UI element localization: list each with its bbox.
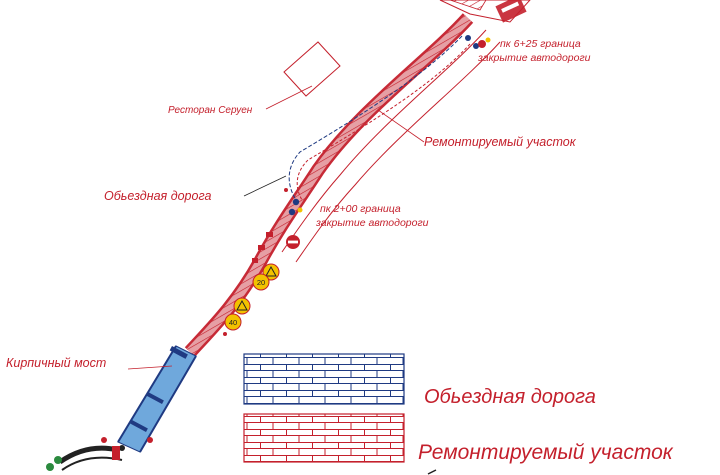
repair-section-label: Ремонтируемый участок bbox=[424, 135, 577, 149]
no-entry-icon bbox=[478, 40, 486, 48]
legend-swatch-detour bbox=[243, 353, 405, 405]
traffic-cone-icon bbox=[288, 208, 296, 216]
restaurant-label: Ресторан Серуен bbox=[168, 105, 253, 116]
speed-sign-1-value: 20 bbox=[257, 278, 265, 287]
repair-section-lane bbox=[281, 29, 501, 263]
legend-swatch-repair bbox=[243, 413, 405, 463]
speed-sign-1: 20 bbox=[252, 273, 270, 291]
barrier-light-icon bbox=[485, 37, 491, 43]
lower-boundary-label-line2: закрытие автодороги bbox=[315, 217, 429, 229]
speed-sign-2: 40 bbox=[224, 313, 242, 331]
legend-label-detour: Обьездная дорога bbox=[424, 386, 596, 408]
barrier-light-icon bbox=[297, 207, 303, 213]
lower-boundary-label-line1: пк 2+00 граница bbox=[320, 203, 401, 215]
bottom-intersection bbox=[46, 437, 153, 471]
top-intersection bbox=[439, 0, 531, 23]
legend: Обьездная дорога Ремонтируемый участок bbox=[243, 353, 674, 475]
restaurant-building bbox=[283, 41, 341, 97]
lower-closure-signs bbox=[286, 198, 303, 249]
legend-arrow-icon bbox=[427, 469, 437, 475]
legend-label-repair: Ремонтируемый участок bbox=[418, 441, 674, 464]
detour-road-label: Обьездная дорога bbox=[104, 189, 211, 203]
repair-leader-line bbox=[377, 109, 425, 143]
legend-item-detour: Обьездная дорога bbox=[243, 353, 596, 408]
road-works-icon bbox=[265, 265, 277, 277]
road-markers bbox=[223, 188, 288, 336]
upper-boundary-label-line1: пк 6+25 граница bbox=[500, 38, 581, 50]
detour-leader-line bbox=[243, 175, 287, 197]
brick-bridge-label: Кирпичный мост bbox=[6, 356, 106, 370]
upper-closure-signs bbox=[465, 35, 491, 49]
road-works-sign-2 bbox=[233, 297, 251, 315]
bridge-leader-line bbox=[127, 365, 173, 370]
brick-bridge bbox=[117, 345, 197, 453]
traffic-cone-icon bbox=[465, 35, 471, 41]
upper-boundary-label-line2: закрытие автодороги bbox=[477, 52, 591, 64]
restaurant-leader-line bbox=[265, 85, 313, 110]
detour-road bbox=[288, 35, 471, 201]
legend-item-repair: Ремонтируемый участок bbox=[243, 413, 674, 464]
speed-sign-2-value: 40 bbox=[229, 318, 237, 327]
traffic-cone-icon bbox=[473, 43, 479, 49]
traffic-cone-icon bbox=[292, 198, 300, 206]
road-works-icon bbox=[236, 299, 248, 311]
